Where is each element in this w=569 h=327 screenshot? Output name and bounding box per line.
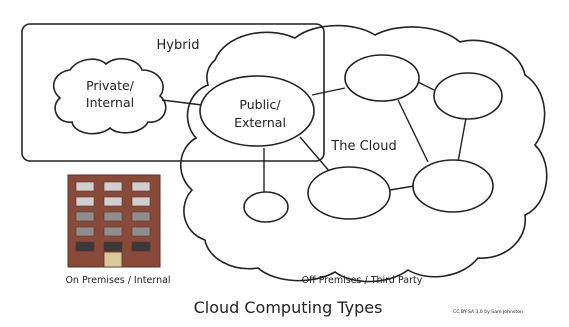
on-premises-caption: On Premises / Internal: [65, 275, 170, 286]
building-window: [103, 211, 123, 222]
building-window: [75, 211, 95, 222]
building-window: [103, 181, 123, 192]
public-label-line2: External: [234, 115, 286, 130]
public-label-line1: Public/: [239, 97, 281, 112]
building-window: [75, 226, 95, 237]
diagram-title: Cloud Computing Types: [194, 298, 383, 317]
cloud-node-small: [243, 191, 289, 223]
building-window: [131, 211, 151, 222]
building-window: [75, 241, 95, 252]
private-cloud-shape: [52, 57, 167, 135]
building-window: [131, 196, 151, 207]
cloud-node-top: [344, 54, 420, 102]
building-window: [103, 196, 123, 207]
building-window: [103, 226, 123, 237]
private-label-line1: Private/: [86, 78, 135, 93]
building-window: [75, 196, 95, 207]
building-window: [103, 241, 123, 252]
credit-text: CC BY-SA 3.0 by Sam Johnston: [453, 309, 523, 315]
building-window: [131, 181, 151, 192]
office-building-icon: [67, 174, 161, 268]
public-node: [199, 75, 315, 147]
building-window: [75, 181, 95, 192]
off-premises-caption: Off Premises / Third Party: [302, 275, 423, 286]
cloud-node-center: [307, 166, 391, 220]
cloud-node-right: [412, 159, 494, 213]
hybrid-label: Hybrid: [157, 38, 200, 53]
the-cloud-label: The Cloud: [330, 139, 396, 154]
building-window: [131, 226, 151, 237]
connection-lines: [161, 81, 467, 192]
building-window: [131, 241, 151, 252]
private-label-line2: Internal: [86, 95, 134, 110]
cloud-node-top-right: [433, 72, 503, 120]
